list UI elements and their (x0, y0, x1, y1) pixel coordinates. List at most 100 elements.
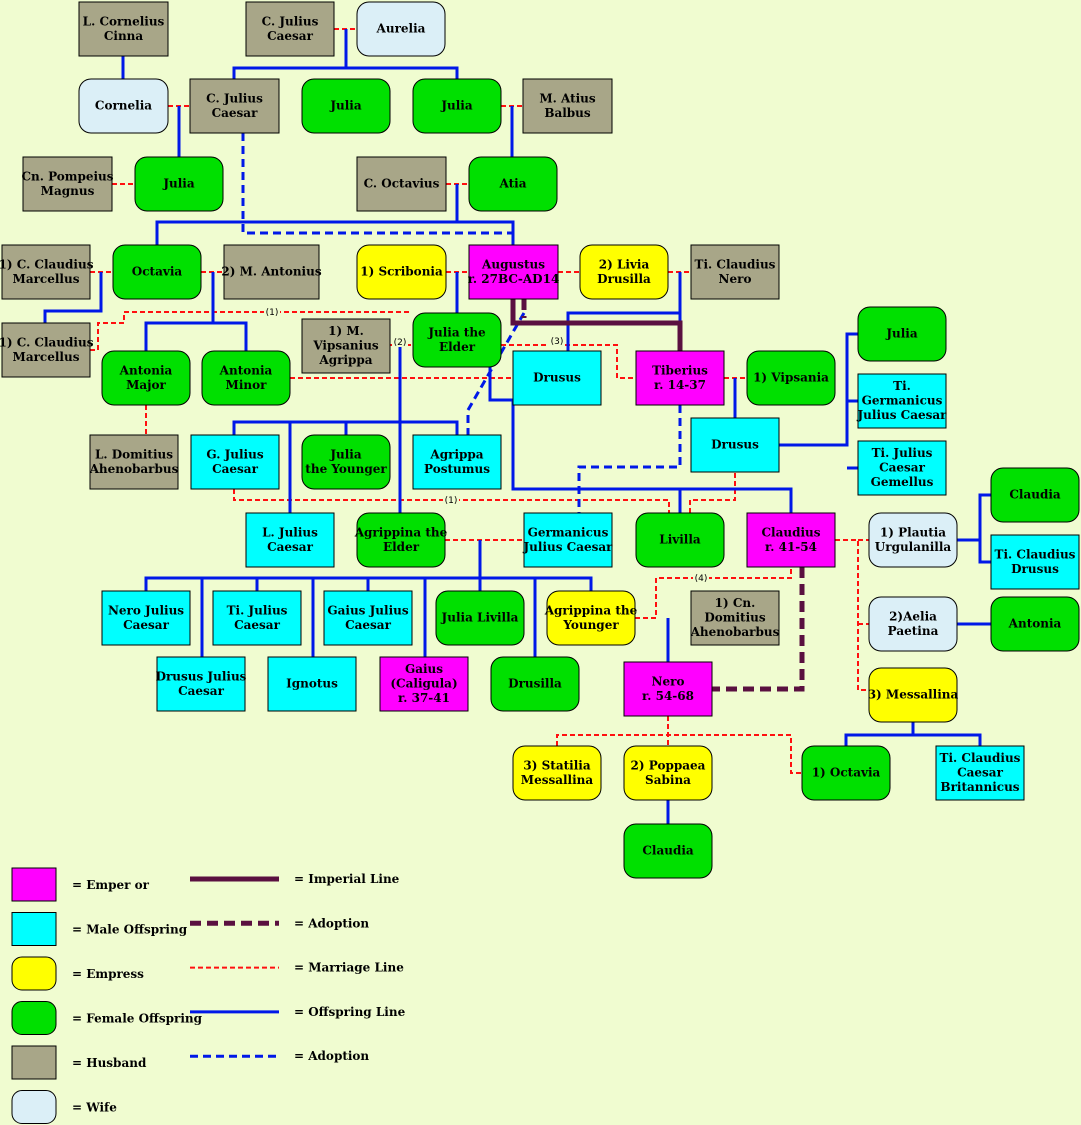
person-name-line: Ti. Julius (227, 603, 288, 617)
person-name-line: Caesar (234, 618, 280, 632)
person-box (89, 434, 179, 490)
person-name-line: Urgulanilla (875, 540, 952, 554)
person-name-line: 1) Plautia (880, 525, 946, 539)
offspring-connector-36 (566, 272, 682, 351)
marriage-order-label: (4) (693, 573, 709, 584)
person-box (212, 590, 302, 646)
person-box (579, 244, 669, 300)
person-name-line: Claudius (761, 525, 820, 539)
offspring-connector-65 (844, 722, 915, 746)
marriage-connector-10 (90, 311, 412, 351)
offspring-connector-32 (43, 272, 103, 323)
person-name-line: 1) M. (328, 324, 364, 338)
person-name-line: Julius Caesar (857, 408, 948, 422)
person-node-atia: Atia (468, 156, 558, 212)
person-name-line: Postumus (424, 462, 490, 476)
person-box (468, 156, 558, 212)
person-node-julia-b: Julia (412, 78, 502, 134)
person-name-line: Germanicus (862, 394, 943, 408)
person-node-antonius: 2) M. Antonius (221, 244, 322, 300)
legend-node-wife: = Wife (11, 1090, 117, 1124)
imperial_adoption-connector-73 (712, 567, 805, 692)
person-name-line: Messallina (521, 773, 594, 787)
person-box (935, 745, 1025, 801)
person-box (435, 590, 525, 646)
person-name-line: r. 37-41 (398, 691, 450, 705)
person-box (990, 596, 1080, 652)
person-name-line: Gemellus (871, 475, 934, 489)
person-node-octavia: Octavia (112, 244, 202, 300)
person-name-line: Caesar (879, 461, 925, 475)
person-node-livilla: Livilla (635, 512, 725, 568)
person-box (323, 590, 413, 646)
adoption-connector-68 (241, 133, 515, 245)
person-name-line: r. 54-68 (642, 689, 694, 703)
person-box (356, 156, 447, 212)
person-box (78, 1, 169, 57)
person-name-line: Younger (562, 618, 619, 632)
offspring-connector-66 (913, 733, 982, 746)
person-box (301, 78, 391, 134)
person-box (690, 417, 780, 473)
person-name-line: Ti. Julius (872, 446, 933, 460)
person-box (189, 78, 280, 134)
person-node-julia-a: Julia (301, 78, 391, 134)
person-box (623, 823, 713, 879)
person-node-caligula: Gaius(Caligula)r. 37-41 (379, 656, 469, 712)
person-name-line: Sabina (645, 773, 691, 787)
person-box (746, 350, 836, 406)
person-name-line: Magnus (41, 184, 95, 198)
person-name-line: Caesar (267, 540, 313, 554)
legend-label: = Marriage Line (294, 961, 404, 975)
person-box (201, 350, 291, 406)
legend-line-marriage: = Marriage Line (190, 961, 404, 975)
person-name-line: Antonia (1008, 617, 1062, 631)
person-box (156, 656, 246, 712)
legend: = Emper or= Male Offspring= Empress= Fem… (11, 867, 406, 1124)
marriage-connector-24 (556, 734, 802, 774)
person-box (546, 590, 636, 646)
person-name-line: Agrippa (318, 353, 372, 367)
offspring-connector-27 (232, 66, 459, 79)
person-node-cornelia: Cornelia (78, 78, 169, 134)
legend-line-offspring: = Offspring Line (190, 1005, 406, 1019)
person-name-line: Agrippina the (354, 525, 448, 539)
person-name-line: C. Julius (206, 91, 263, 105)
marriage-order-label: (2) (392, 337, 408, 348)
person-name-line: 1) C. Claudius (0, 335, 94, 349)
person-box (512, 350, 602, 406)
person-name-line: L. Julius (262, 525, 318, 539)
person-name-line: Julia (329, 99, 362, 113)
person-name-line: Drusus (1011, 562, 1059, 576)
legend-label: = Imperial Line (294, 872, 400, 886)
person-name-line: L. Domitius (95, 447, 173, 461)
person-box (379, 656, 469, 712)
person-name-line: Paetina (888, 624, 939, 638)
person-name-line: Drusilla (597, 272, 651, 286)
person-name-line: Ti. Claudius (695, 257, 776, 271)
person-name-line: 1) Scribonia (360, 265, 443, 279)
person-box (78, 78, 169, 134)
person-name-line: Caesar (267, 29, 313, 43)
person-box (857, 306, 947, 362)
offspring-connector-49 (978, 540, 991, 564)
person-name-line: Caesar (212, 106, 258, 120)
person-box (868, 512, 958, 568)
marriage-order-label: (1) (443, 495, 459, 506)
person-name-line: Vipsanius (312, 339, 379, 353)
person-name-line: Drusus (711, 438, 759, 452)
person-box (635, 350, 725, 406)
